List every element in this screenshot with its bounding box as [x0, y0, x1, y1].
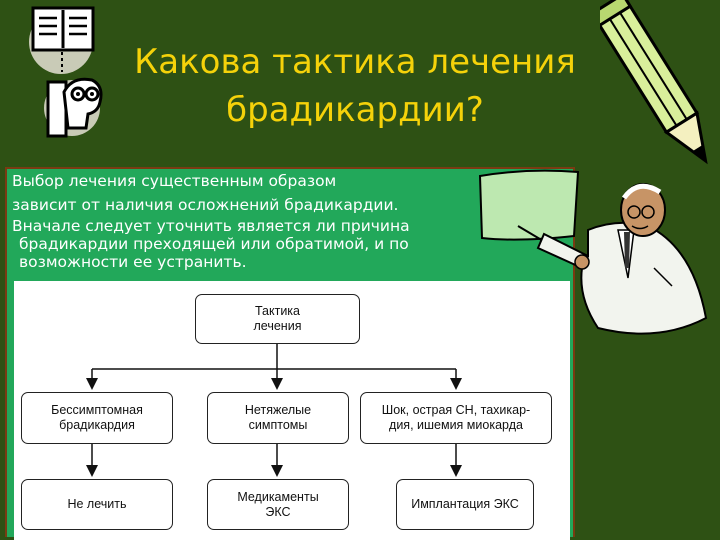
- condition-node-asymptomatic: Бессимптомная брадикардия: [21, 392, 173, 444]
- condition-node-mild: Нетяжелые симптомы: [207, 392, 349, 444]
- paragraph-1: Выбор лечения существенным образом: [12, 172, 337, 190]
- body-text: Выбор лечения существенным образом завис…: [12, 171, 492, 271]
- condition-node-severe: Шок, острая СН, тахикар- дия, ишемия мио…: [360, 392, 552, 444]
- treatment-diagram: Тактика лечения Бессимптомная брадикарди…: [14, 281, 570, 540]
- title-line-1: Какова тактика лечения: [134, 42, 576, 82]
- action-node-pacemaker: Имплантация ЭКС: [396, 479, 534, 530]
- title-line-2: брадикардии?: [226, 90, 484, 130]
- pencil-icon: [600, 0, 708, 165]
- paragraph-2: зависит от наличия осложнений брадикарди…: [12, 196, 399, 214]
- page-title: Какова тактика лечения брадикардии?: [95, 38, 615, 134]
- root-node: Тактика лечения: [195, 294, 360, 344]
- action-node-no-treatment: Не лечить: [21, 479, 173, 530]
- paragraph-3: Вначале следует уточнить является ли при…: [12, 217, 410, 271]
- book-icon: [29, 6, 95, 74]
- thinking-head-icon: [44, 77, 103, 138]
- action-node-medication: Медикаменты ЭКС: [207, 479, 349, 530]
- diagram-connectors: [86, 344, 462, 477]
- lecturer-illustration: [478, 169, 708, 335]
